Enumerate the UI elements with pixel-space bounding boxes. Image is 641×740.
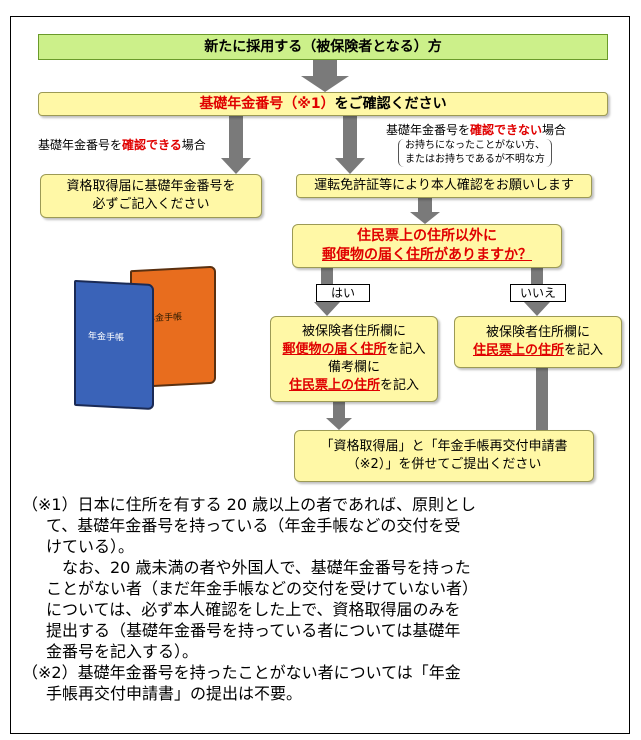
no-line2: 住民票上の住所を記入 xyxy=(473,342,603,360)
no-line2-rest: を記入 xyxy=(564,343,604,358)
note2-line2: 手帳再交付申請書」の提出は不要。 xyxy=(46,684,303,703)
left-box-line1: 資格取得届に基礎年金番号を xyxy=(66,179,236,195)
no-address-box: 被保険者住所欄に 住民票上の住所を記入 xyxy=(454,316,622,368)
yes-line4-red: 住民票上の住所 xyxy=(288,378,380,394)
mailing-address-question-box: 住民票上の住所以外に 郵便物の届く住所がありますか？ xyxy=(292,224,562,268)
question-line1: 住民票上の住所以外に xyxy=(357,228,497,245)
note1-line2: て、基礎年金番号を持っている（年金手帳などの交付を受 xyxy=(46,516,461,535)
confirm-pension-number-box: 基礎年金番号（※1）をご確認ください xyxy=(38,92,608,116)
no-line1: 被保険者住所欄に xyxy=(485,325,590,341)
arrow-left-branch xyxy=(221,114,251,174)
footnotes: （※1）日本に住所を有する 20 歳以上の者であれば、原則とし て、基礎年金番号… xyxy=(22,494,622,704)
arrow-mid-branch xyxy=(335,114,365,174)
new-employee-box: 新たに採用する（被保険者となる）方 xyxy=(38,34,608,60)
submit-documents-box: 「資格取得届」と「年金手帳再交付申請書 （※2）」を併せてご提出ください xyxy=(294,430,594,482)
arrow-yes-to-final xyxy=(326,402,352,430)
confirm-text: をご確認ください xyxy=(334,95,447,112)
note2-line1: （※2）基礎年金番号を持ったことがない者については「年金 xyxy=(22,663,461,682)
left-branch-before: 基礎年金番号を xyxy=(38,138,123,152)
yes-line3: 備考欄に xyxy=(327,360,380,375)
yes-line1: 被保険者住所欄に xyxy=(301,323,406,339)
id-confirmation-text: 運転免許証等により本人確認をお願いします xyxy=(314,178,574,194)
right-branch-after: 場合 xyxy=(542,123,567,137)
question-line2: 郵便物の届く住所がありますか？ xyxy=(322,247,532,263)
note1-line7: 提出する（基礎年金番号を持っている者については基礎年 xyxy=(46,621,461,640)
arrow-no-to-final xyxy=(529,368,555,458)
left-branch-after: 場合 xyxy=(181,138,206,152)
yes-label: はい xyxy=(316,284,370,302)
arrow-id-to-question xyxy=(410,198,440,224)
no-label: いいえ xyxy=(510,284,566,302)
note1-line6: については、必ず本人確認をした上で、資格取得届のみを xyxy=(46,600,461,619)
right-branch-note: お持ちになったことがない方、 またはお持ちであるが不明な方 xyxy=(398,139,552,167)
yes-text: はい xyxy=(330,286,355,300)
yes-line2-red: 郵便物の届く住所 xyxy=(282,341,387,357)
yes-line4: 住民票上の住所を記入 xyxy=(289,377,419,395)
note-line-2: またはお持ちであるが不明な方 xyxy=(405,154,545,165)
note1-line1: （※1）日本に住所を有する 20 歳以上の者であれば、原則とし xyxy=(22,495,476,514)
final-line2: （※2）」を併せてご提出ください xyxy=(346,457,542,472)
note1-line4: なお、20 歳未満の者や外国人で、基礎年金番号を持った xyxy=(46,558,471,577)
right-branch-label: 基礎年金番号を確認できない場合 xyxy=(386,121,566,138)
yes-line2: 郵便物の届く住所を記入 xyxy=(282,341,425,359)
note-line-1: お持ちになったことがない方、 xyxy=(405,140,545,151)
note1-line3: けている）。 xyxy=(46,537,135,556)
new-employee-text: 新たに採用する（被保険者となる）方 xyxy=(204,38,442,55)
no-text: いいえ xyxy=(519,286,556,300)
left-box-line2: 必ずご記入ください xyxy=(92,197,210,212)
no-line2-red: 住民票上の住所 xyxy=(472,343,564,358)
note1-line5: ことがない者（まだ年金手帳などの交付を受けていない者） xyxy=(46,579,479,598)
right-branch-red: 確認できない xyxy=(470,123,543,137)
right-branch-before: 基礎年金番号を xyxy=(386,123,471,137)
pension-number-emphasis: 基礎年金番号（※1） xyxy=(199,95,335,112)
write-pension-number-box: 資格取得届に基礎年金番号を 必ずご記入ください xyxy=(40,174,262,218)
id-confirmation-box: 運転免許証等により本人確認をお願いします xyxy=(296,174,592,198)
blue-book-label: 年金手帳 xyxy=(88,331,125,344)
yes-line4-rest: を記入 xyxy=(380,378,420,394)
pension-book-blue: 年金手帳 xyxy=(74,279,154,411)
arrow-top-to-confirm xyxy=(301,58,349,92)
left-branch-red: 確認できる xyxy=(122,138,182,152)
left-branch-label: 基礎年金番号を確認できる場合 xyxy=(38,136,206,153)
yes-address-box: 被保険者住所欄に 郵便物の届く住所を記入 備考欄に 住民票上の住所を記入 xyxy=(270,316,438,402)
final-line1: 「資格取得届」と「年金手帳再交付申請書 xyxy=(320,439,568,455)
note1-line8: 金番号を記入する）。 xyxy=(46,642,199,661)
yes-line2-rest: を記入 xyxy=(386,341,426,357)
